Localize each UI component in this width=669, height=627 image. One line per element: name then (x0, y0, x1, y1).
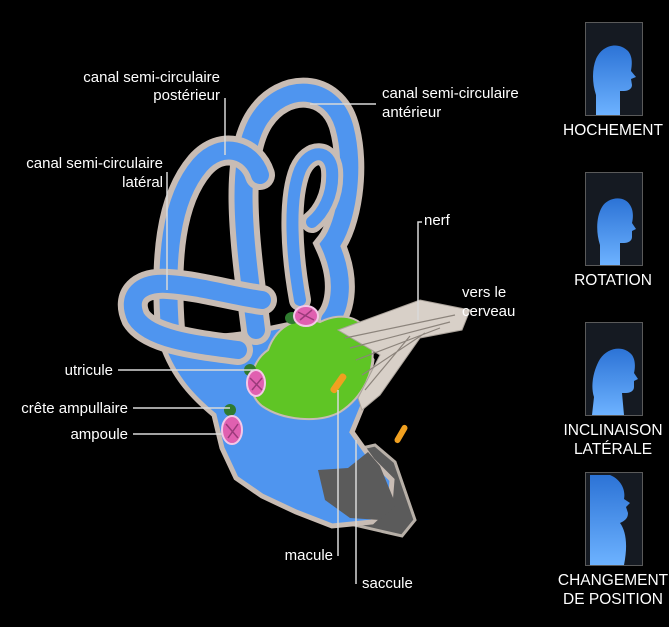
panel-image-hochement (585, 22, 643, 116)
panel-label-rotation: ROTATION (574, 272, 652, 289)
panel-image-inclinaison (585, 322, 643, 416)
crista-middle (244, 364, 266, 397)
label-nerf: nerf (424, 212, 451, 229)
panel-label-hochement: HOCHEMENT (563, 122, 663, 139)
diagram-labels: canal semi-circulaire postérieur canal s… (21, 69, 518, 592)
crista-top (285, 305, 319, 327)
label-lateral-line2: latéral (122, 174, 163, 191)
head-profile-icon (586, 173, 642, 265)
saccule-macula (394, 424, 408, 444)
inner-ear (117, 77, 471, 538)
leader-nerf (417, 221, 422, 320)
label-utricule: utricule (65, 362, 113, 379)
panel-image-rotation (585, 172, 643, 266)
panel-image-changement (585, 472, 643, 566)
label-posterior-line1: canal semi-circulaire (83, 69, 220, 86)
panel-label-inclinaison: INCLINAISON LATÉRALE (563, 422, 663, 458)
label-saccule: saccule (362, 575, 413, 592)
label-crete: crête ampullaire (21, 400, 128, 417)
label-anterior-line1: canal semi-circulaire (382, 85, 519, 102)
crista-lower (221, 404, 243, 445)
head-profile-icon (586, 23, 642, 115)
head-profile-icon (586, 473, 642, 565)
label-macule: macule (285, 547, 333, 564)
label-anterior-line2: antérieur (382, 104, 441, 121)
leader-lines (118, 98, 422, 584)
utricle-macula (330, 373, 347, 394)
label-posterior-line2: postérieur (153, 87, 220, 104)
label-vers-line2: cerveau (462, 303, 515, 320)
label-ampoule: ampoule (70, 426, 128, 443)
head-profile-icon (586, 323, 642, 415)
panel-label-changement: CHANGEMENT DE POSITION (557, 572, 669, 608)
label-vers-line1: vers le (462, 284, 506, 301)
label-lateral-line1: canal semi-circulaire (26, 155, 163, 172)
